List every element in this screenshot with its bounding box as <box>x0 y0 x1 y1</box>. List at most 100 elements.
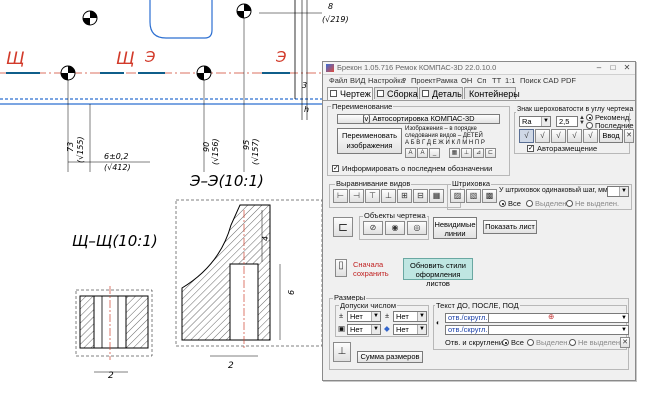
rough-sign-icon-5[interactable]: √ <box>583 129 598 143</box>
recommended-radio[interactable] <box>586 114 593 121</box>
view-sch-frame <box>75 289 153 357</box>
dim-95: 95 <box>242 140 251 150</box>
objects-main-icon[interactable]: ⊏ <box>333 217 353 237</box>
align-top-icon[interactable]: ⊤ <box>365 189 380 203</box>
dims-group-label: Размеры <box>333 293 367 302</box>
center-marker-3 <box>196 65 212 81</box>
chevron-down-icon: ▼ <box>417 325 426 334</box>
text-field-1-extra[interactable]: ▼ <box>489 313 629 323</box>
hatch-icon-1[interactable]: ▨ <box>450 189 465 203</box>
hatch-icon-2[interactable]: ▧ <box>466 189 481 203</box>
align-hcenter-icon[interactable]: ⊞ <box>397 189 412 203</box>
rough-close-icon[interactable]: ✕ <box>624 129 634 143</box>
menu-frame[interactable]: Рамка <box>436 76 458 85</box>
save-file-icon[interactable]: ▯ <box>335 259 347 277</box>
rename-group-label: Переименование <box>331 102 394 111</box>
align-vcenter-icon[interactable]: ⊟ <box>413 189 428 203</box>
menu-project[interactable]: Проект <box>411 76 436 85</box>
letter-case-button[interactable]: А <box>417 148 428 158</box>
dim-v157: (√157) <box>251 138 260 165</box>
align-right-icon[interactable]: ⊣ <box>349 189 364 203</box>
view-icon[interactable]: ⊿ <box>473 148 484 158</box>
frame-icon[interactable]: ⊏ <box>485 148 496 158</box>
rough-sign-icon-3[interactable]: √ <box>551 129 566 143</box>
update-styles-button[interactable]: Обновить стили оформления листов <box>403 258 473 288</box>
menu-sp[interactable]: Сп <box>477 76 487 85</box>
menu-search[interactable]: Поиск <box>520 76 541 85</box>
hide-objects-icon[interactable]: ⊘ <box>363 221 383 235</box>
menu-pdf[interactable]: PDF <box>561 76 576 85</box>
autosort-button[interactable]: [v] Автосортировка КОМПАС-3D <box>337 114 500 124</box>
letter-space-button[interactable]: _ <box>429 148 440 158</box>
rough-value-spinner[interactable]: ▲▼ <box>579 115 585 126</box>
menu-tt[interactable]: ТТ <box>492 76 502 85</box>
holes-not-selected-radio[interactable] <box>569 339 576 346</box>
hatch-step-select[interactable]: ▼ <box>607 186 629 197</box>
grid-icon[interactable]: ▦ <box>449 148 460 158</box>
letters-row: А Б В Г Д Е Ж И К Л М Н П Р <box>405 140 485 146</box>
close-icon[interactable]: ✕ <box>623 63 631 72</box>
text-field-2[interactable]: отв./скругл. <box>445 325 489 335</box>
hatch-icon-3[interactable]: ▩ <box>482 189 497 203</box>
dim-sum-icon[interactable]: ⊥ <box>333 342 351 362</box>
tab-containers[interactable]: Контейнеры <box>464 87 520 99</box>
sum-dims-button[interactable]: Сумма размеров <box>357 351 423 363</box>
maximize-icon[interactable]: □ <box>610 63 616 72</box>
letter-a-button[interactable]: А <box>405 148 416 158</box>
tol-group-label: Допуски числом <box>339 301 398 310</box>
dim-v412: (√412) <box>104 163 131 172</box>
holes-selected-radio[interactable] <box>527 339 534 346</box>
rough-sign-icon-1[interactable]: √ <box>519 129 534 143</box>
last-radio[interactable] <box>586 122 593 129</box>
tab-part[interactable]: Деталь <box>419 87 463 99</box>
menu-scale[interactable]: 1:1 <box>505 76 516 85</box>
minimize-icon[interactable]: – <box>596 63 602 72</box>
holes-all-radio[interactable] <box>502 339 509 346</box>
hatch-all-radio[interactable] <box>499 200 506 207</box>
rough-sign-icon-4[interactable]: √ <box>567 129 582 143</box>
rough-value-field[interactable]: 2,5 <box>556 116 578 127</box>
auto-place-label: Авторазмещение <box>537 144 598 153</box>
text-field-2-extra[interactable]: ▼ <box>489 325 629 335</box>
align-grid-icon[interactable]: ▦ <box>429 189 444 203</box>
rename-group <box>327 106 510 176</box>
menu-on[interactable]: ОН <box>461 76 473 85</box>
tab-drawing[interactable]: Чертеж <box>327 87 373 100</box>
chevron-down-icon: ▼ <box>621 315 627 321</box>
order-text: Изображения – в порядке следования видов… <box>405 126 483 139</box>
menu-view[interactable]: ВИД <box>350 76 366 85</box>
tol-select-4[interactable]: Нет ▼ <box>393 324 427 335</box>
plugin-window: Брекон 1.05.716 Ремок КОМПАС-3D 22.0.10.… <box>322 61 636 381</box>
auto-place-checkbox[interactable]: ✓ <box>527 145 534 152</box>
section-icon[interactable]: ⊥ <box>461 148 472 158</box>
rough-sign-icon-2[interactable]: √ <box>535 129 550 143</box>
inform-checkbox[interactable]: ✓ <box>332 165 339 172</box>
tab-assembly[interactable]: Сборка <box>374 87 418 99</box>
dim-4: 4 <box>261 236 270 241</box>
menu-help[interactable]: ? <box>402 76 407 85</box>
invisible-lines-button[interactable]: Невидимые линии <box>433 217 477 239</box>
eye-icon[interactable]: ◉ <box>385 221 405 235</box>
show-sheet-button[interactable]: Показать лист <box>483 220 537 234</box>
menu-file[interactable]: Файл <box>329 76 348 85</box>
tab-drawing-label: Чертеж <box>340 89 371 99</box>
rough-param-select[interactable]: Ra ▼ <box>519 116 551 127</box>
tol-value-3: Нет <box>350 325 363 334</box>
menu-cad[interactable]: CAD <box>543 76 559 85</box>
menu-settings[interactable]: Настройка <box>368 76 405 85</box>
tol-select-2[interactable]: Нет ▼ <box>393 311 427 322</box>
last-label: Последние <box>595 121 634 130</box>
text-field-1[interactable]: отв./скругл. <box>445 313 489 323</box>
tol-select-3[interactable]: Нет ▼ <box>347 324 381 335</box>
align-bottom-icon[interactable]: ⊥ <box>381 189 396 203</box>
tol-select-1[interactable]: Нет ▼ <box>347 311 381 322</box>
hatch-not-selected-radio[interactable] <box>566 200 573 207</box>
hatch-selected-radio[interactable] <box>526 200 533 207</box>
enter-button[interactable]: Ввод <box>599 129 623 143</box>
rename-images-button[interactable]: Переименовать изображения <box>337 128 402 154</box>
show-objects-icon[interactable]: ◎ <box>407 221 427 235</box>
dim-type-icon: ▣ <box>338 324 346 333</box>
dims-close-icon[interactable]: ✕ <box>620 337 630 348</box>
align-left-icon[interactable]: ⊢ <box>333 189 348 203</box>
title-bar[interactable]: Брекон 1.05.716 Ремок КОМПАС-3D 22.0.10.… <box>323 62 635 75</box>
